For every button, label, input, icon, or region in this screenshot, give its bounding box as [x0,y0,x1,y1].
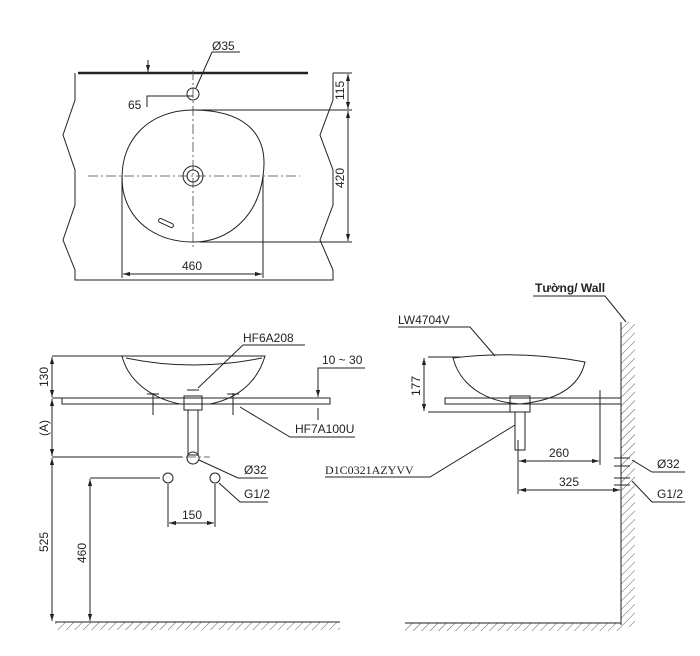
dim-525: 525 [37,532,51,552]
basin-front [121,355,266,405]
drain-pipe-side [514,411,526,451]
side-view: 177 260 325 Tường/ Wall LW4704V D1C0321A… [325,281,685,631]
hole-offset-label: 65 [128,98,142,112]
drain-part-label: HF6A208 [243,331,294,345]
dim-177: 177 [409,376,423,396]
dim-325: 325 [559,475,579,489]
supply-right [209,472,221,484]
countertop-side [444,397,622,405]
trap-part-label: D1C0321AZYVV [325,463,414,477]
dim-260: 260 [549,446,569,460]
side-trap-dia-label: Ø32 [657,457,680,471]
counter-thickness-label: 10 ~ 30 [322,353,363,367]
countertop-section [61,397,331,405]
drain-icon [182,165,204,187]
dim-150: 150 [182,508,202,522]
dim-460: 460 [182,259,202,273]
dim-a: (A) [37,420,51,436]
hole-dia-label: Ø35 [212,39,235,53]
dim-460-height: 460 [75,543,89,563]
trap-outlet [186,451,200,465]
basin-outline [121,109,265,243]
wall [621,322,635,627]
side-supply-thread-label: G1/2 [657,487,683,501]
wall-label: Tường/ Wall [535,281,605,295]
trap-dia-label: Ø32 [244,463,267,477]
basin-model-label: LW4704V [398,313,450,327]
drain-pipe [187,409,199,456]
supply-left [162,472,174,484]
countertop-outline [62,73,334,281]
overflow-slot [158,217,174,229]
front-view: 130 (A) 525 460 150 HF6A208 10 ~ 30 HF7A… [37,331,365,630]
basin-side [452,354,586,405]
dim-420: 420 [333,168,347,188]
top-view: Ø35 65 115 420 460 [62,39,352,281]
dim-115: 115 [333,81,347,100]
faucet-hole [186,87,200,101]
dim-130: 130 [37,367,51,387]
mount-part-label: HF7A100U [295,422,354,436]
supply-thread-label: G1/2 [244,487,270,501]
